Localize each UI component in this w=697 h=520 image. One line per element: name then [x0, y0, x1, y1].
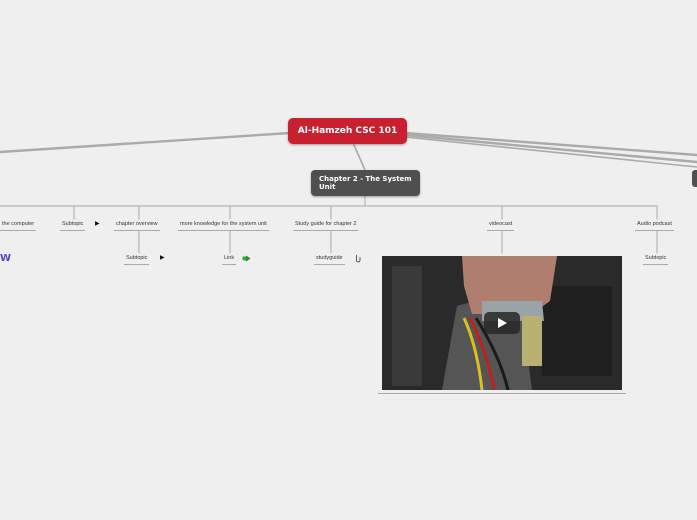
- connector-root-right-2: [403, 133, 697, 164]
- topic-audio-podcast[interactable]: Audio podcast: [635, 221, 674, 231]
- play-button-icon[interactable]: [484, 312, 520, 334]
- subtopic-studyguide[interactable]: studyguide: [314, 255, 345, 265]
- video-container: [378, 252, 626, 394]
- topic-videocast[interactable]: videocast: [486, 221, 515, 231]
- wiki-icon[interactable]: W: [0, 253, 12, 264]
- connector-root-main: [353, 144, 366, 171]
- play-marker-icon[interactable]: ▶: [95, 221, 100, 227]
- topic-the-computer[interactable]: the computer: [0, 221, 37, 231]
- link-icon[interactable]: [242, 255, 251, 262]
- attachment-icon[interactable]: [355, 254, 361, 263]
- connector-root-right-1: [403, 131, 697, 157]
- topic-chapter-overview[interactable]: chapter overview: [114, 221, 160, 231]
- topic-subtopic[interactable]: Subtopic: [59, 221, 86, 231]
- topic-study-guide[interactable]: Study guide for chapter 2: [292, 221, 359, 231]
- root-topic[interactable]: Al-Hamzeh CSC 101: [288, 118, 407, 144]
- subtopic-chapter-overview[interactable]: Subtopic: [123, 255, 150, 265]
- main-topic-chapter-2[interactable]: Chapter 2 - The System Unit: [311, 170, 420, 196]
- topic-more-knowledge[interactable]: more knowledge for the system unit: [178, 221, 269, 231]
- connector-root-left: [0, 131, 292, 154]
- main-topic-label: Chapter 2 - The System Unit: [319, 175, 412, 191]
- root-topic-label: Al-Hamzeh CSC 101: [297, 126, 398, 136]
- play-marker-icon[interactable]: ▶: [160, 255, 165, 261]
- subtopic-link[interactable]: Link: [221, 255, 237, 265]
- connector-root-right-3: [404, 136, 697, 168]
- offscreen-main-topic[interactable]: [692, 170, 697, 187]
- subtopic-audio-podcast[interactable]: Subtopic: [642, 255, 669, 265]
